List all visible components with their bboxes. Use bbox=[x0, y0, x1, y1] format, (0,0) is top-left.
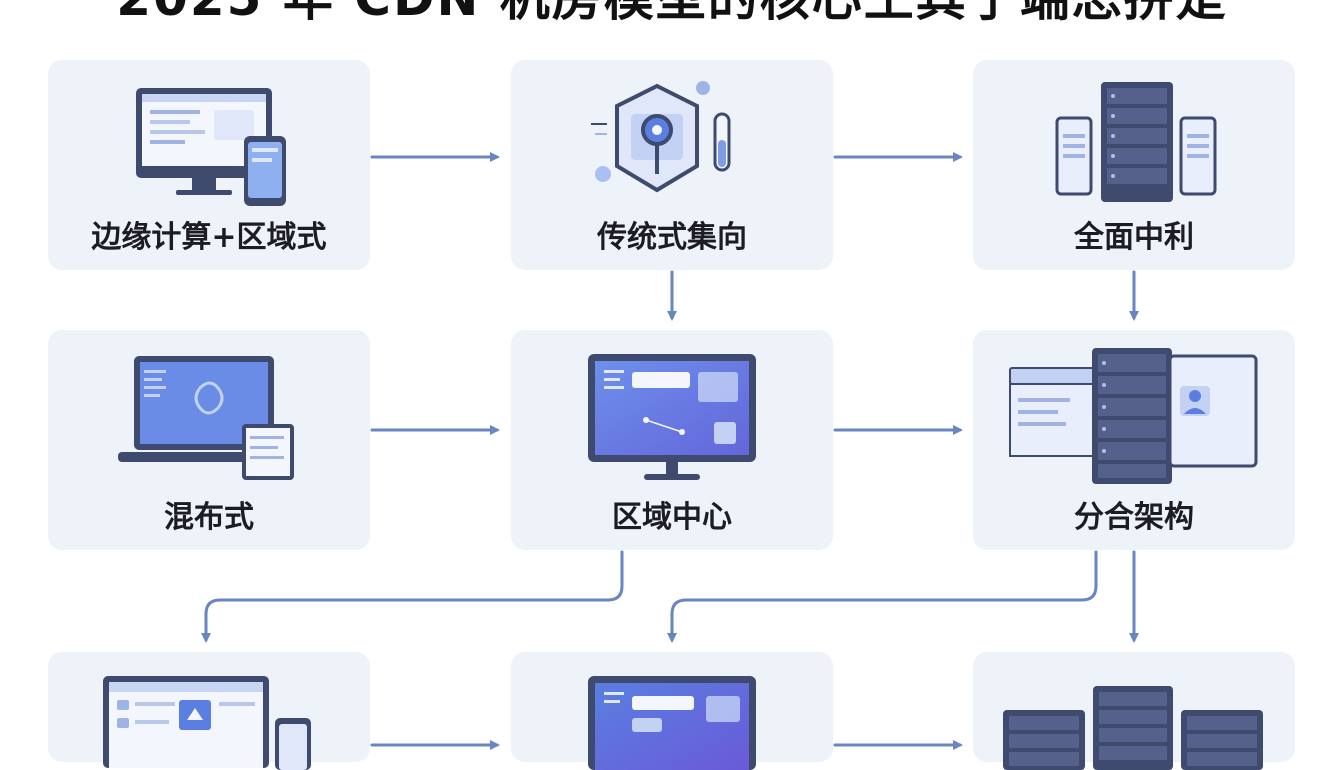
arrow-c5-c7 bbox=[201, 550, 624, 643]
location-pin-hexagon-icon bbox=[591, 81, 731, 193]
node-label: 边缘计算+区域式 bbox=[91, 220, 327, 255]
server-with-panels-icon bbox=[1009, 348, 1258, 484]
server-cluster-icon bbox=[1003, 686, 1263, 770]
node-label: 全面中利 bbox=[1074, 220, 1194, 255]
node-traditional-centralized: 传统式集向 bbox=[511, 60, 833, 270]
laptop-and-tablet-icon bbox=[118, 356, 294, 480]
monitor-dashboard-icon bbox=[588, 676, 756, 770]
node-edge-computing-regional: 边缘计算+区域式 bbox=[48, 60, 370, 270]
node-distributed-architecture: 分合架构 bbox=[973, 330, 1295, 550]
node-hybrid-mixed: 混布式 bbox=[48, 330, 370, 550]
node-label: 混布式 bbox=[164, 500, 254, 535]
node-bottom-right bbox=[973, 652, 1295, 770]
diagram-title: 2025 年 CDN 机房模型的核心王其子端总拼是 bbox=[0, 0, 1344, 26]
node-label: 分合架构 bbox=[1074, 500, 1194, 535]
monitor-dashboard-icon bbox=[588, 354, 756, 480]
arrow-c6-c8 bbox=[667, 550, 1098, 643]
server-rack-icon bbox=[1055, 82, 1217, 202]
node-regional-center: 区域中心 bbox=[511, 330, 833, 550]
monitor-and-device-icon bbox=[103, 676, 311, 770]
node-full-center: 全面中利 bbox=[973, 60, 1295, 270]
node-bottom-left bbox=[48, 652, 370, 770]
node-label: 传统式集向 bbox=[597, 220, 747, 255]
node-label: 区域中心 bbox=[612, 500, 732, 535]
desktop-and-phone-icon bbox=[136, 88, 286, 206]
flow-connectors bbox=[201, 152, 1139, 750]
node-bottom-center bbox=[511, 652, 833, 770]
